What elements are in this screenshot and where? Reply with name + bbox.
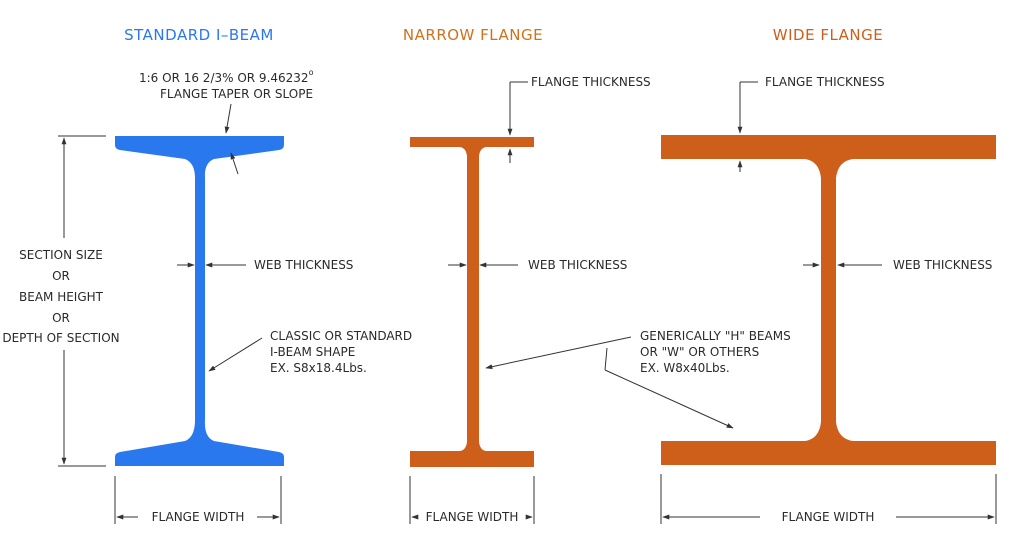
narrow-flange-width-label: FLANGE WIDTH: [426, 510, 519, 524]
section-size-line: SECTION SIZE: [19, 248, 103, 262]
taper-leader-bottom: [230, 152, 239, 175]
section-size-line: DEPTH OF SECTION: [2, 331, 119, 345]
classic-note-leader: [208, 337, 263, 372]
standard-i-beam-shape: [115, 136, 284, 466]
generic-note-leader-wide-arrow: [604, 369, 734, 429]
generic-note-leader-narrow: [485, 336, 632, 370]
taper-leader-top: [224, 103, 232, 134]
taper-note-line1: 1:6 OR 16 2/3% OR 9.46232o: [139, 68, 314, 85]
degree-symbol: o: [309, 68, 314, 77]
standard-web-thickness-label: WEB THICKNESS: [254, 258, 353, 272]
wide-web-thickness-label: WEB THICKNESS: [893, 258, 992, 272]
wide-flange-width-label: FLANGE WIDTH: [782, 510, 875, 524]
narrow-flange-thickness-label: FLANGE THICKNESS: [531, 75, 651, 89]
classic-note-line: I-BEAM SHAPE: [270, 345, 355, 359]
title-standard-i-beam: STANDARD I–BEAM: [124, 26, 274, 44]
section-size-line: OR: [52, 269, 70, 283]
title-narrow-flange: NARROW FLANGE: [403, 26, 543, 44]
taper-ratio-text: 1:6 OR 16 2/3% OR 9.46232: [139, 71, 309, 85]
section-size-line: BEAM HEIGHT: [19, 290, 104, 304]
generic-note-leader-wide: [604, 347, 608, 371]
classic-note-line: CLASSIC OR STANDARD: [270, 329, 412, 343]
generic-note-line: OR "W" OR OTHERS: [640, 345, 759, 359]
title-wide-flange: WIDE FLANGE: [773, 26, 883, 44]
section-size-line: OR: [52, 311, 70, 325]
generic-note-line: EX. W8x40Lbs.: [640, 361, 730, 375]
classic-note-line: EX. S8x18.4Lbs.: [270, 361, 367, 375]
wide-flange-thickness-label: FLANGE THICKNESS: [765, 75, 885, 89]
narrow-flange-beam-shape: [410, 137, 534, 467]
narrow-web-thickness-label: WEB THICKNESS: [528, 258, 627, 272]
generic-note-line: GENERICALLY "H" BEAMS: [640, 329, 791, 343]
section-size-label: SECTION SIZE OR BEAM HEIGHT OR DEPTH OF …: [2, 248, 119, 345]
standard-flange-width-label: FLANGE WIDTH: [152, 510, 245, 524]
taper-note-line2: FLANGE TAPER OR SLOPE: [160, 87, 313, 101]
wide-flange-beam-shape: [661, 135, 996, 465]
